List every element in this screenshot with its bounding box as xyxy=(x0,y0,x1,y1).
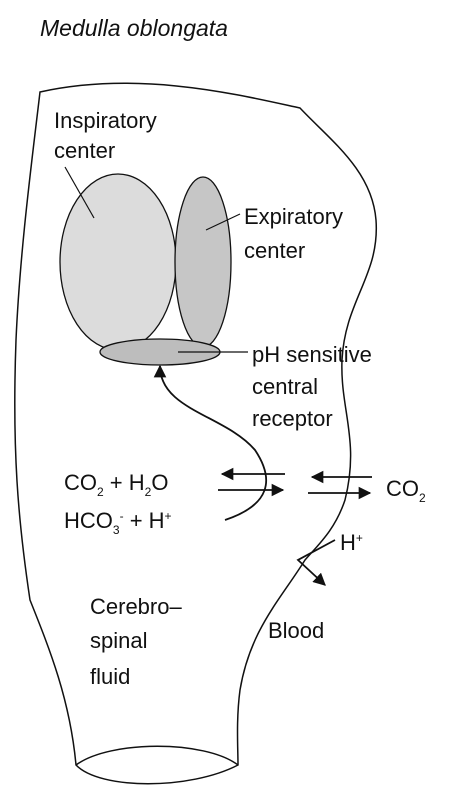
plus-sign: + xyxy=(103,470,129,495)
blood-label: Blood xyxy=(268,618,325,643)
blood-h-arrow xyxy=(296,539,336,586)
h2o-subscript: 2 xyxy=(144,485,152,499)
co2-text: CO xyxy=(64,470,97,495)
co2-h2o-formula: CO2 + H2O xyxy=(64,468,168,501)
inspiratory-leader-line xyxy=(64,166,95,219)
csf-label-line2: spinal xyxy=(90,628,148,653)
blood-hplus-formula: H+ xyxy=(340,528,363,561)
hco-text: HCO xyxy=(64,508,113,533)
csf-label-line3: fluid xyxy=(90,664,131,689)
co2-blood-formula: CO2 xyxy=(386,474,426,507)
medulla-outline xyxy=(14,82,378,785)
medulla-bottom-cut xyxy=(75,745,239,766)
expiratory-center-shape xyxy=(174,176,232,348)
co2-right-subscript: 2 xyxy=(419,491,426,505)
blood-h-text: H xyxy=(340,530,356,555)
plus-sign-2: + xyxy=(123,508,149,533)
h2o-h-text: H xyxy=(128,470,145,495)
expiratory-label-line2: center xyxy=(244,238,306,263)
inspiratory-center-shape xyxy=(59,173,177,351)
csf-label-line1: Cerebro– xyxy=(90,594,182,619)
hplus-text: H xyxy=(148,508,165,533)
inspiratory-label-line1: Inspiratory xyxy=(54,108,157,133)
bicarbonate-formula: HCO3- + H+ xyxy=(64,506,172,539)
receptor-label-line3: receptor xyxy=(252,406,333,431)
inspiratory-label-line2: center xyxy=(54,138,116,163)
expiratory-label-line1: Expiratory xyxy=(244,204,344,229)
hplus-superscript: + xyxy=(164,509,172,523)
co2-right-text: CO xyxy=(386,476,419,501)
hco-superscript: - xyxy=(119,509,124,523)
diagram-title: Medulla oblongata xyxy=(40,15,228,41)
blood-h-superscript: + xyxy=(355,531,363,545)
receptor-label-line2: central xyxy=(252,374,319,399)
receptor-label-line1: pH sensitive xyxy=(252,342,372,367)
expiratory-leader-line xyxy=(205,213,241,231)
h2o-o-text: O xyxy=(151,470,169,495)
hco-subscript: 3 xyxy=(112,523,120,537)
co2-subscript: 2 xyxy=(97,485,104,499)
receptor-input-arrow xyxy=(153,364,268,521)
